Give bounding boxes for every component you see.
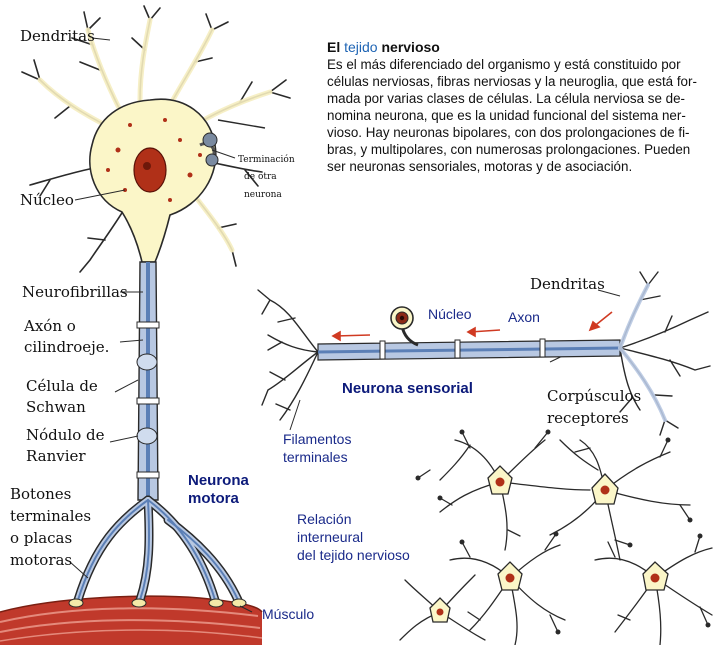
paragraph-line: células nerviosas, fibras nerviosas y la… xyxy=(327,73,709,90)
paragraph-line: nomina neurona, que es la unidad funcion… xyxy=(327,107,709,124)
label-dendritas-right: Dendritas xyxy=(530,274,605,295)
label-terminacion-2: de otra xyxy=(244,172,277,182)
label-filamentos-2: terminales xyxy=(283,448,348,466)
label-musculo: Músculo xyxy=(262,605,314,623)
motor-axon xyxy=(137,262,159,500)
label-botones-4: motoras xyxy=(10,550,72,571)
label-corpusculos-1: Corpúsculos xyxy=(547,386,641,407)
label-neurona-motora-1: Neurona xyxy=(188,472,249,490)
label-celula-2: Schwan xyxy=(26,397,86,418)
paragraph-line: vioso. Hay neuronas bipolares, con dos p… xyxy=(327,124,709,141)
label-botones-1: Botones xyxy=(10,484,71,505)
label-dendritas-left: Dendritas xyxy=(20,26,95,47)
label-terminacion-1: Terminación xyxy=(238,155,295,165)
paragraph-line: Es el más diferenciado del organismo y e… xyxy=(327,56,709,73)
paragraph-line: ser neuronas sensoriales, motoras y de a… xyxy=(327,158,709,175)
label-relacion-1: Relación xyxy=(297,510,351,528)
label-nucleo-left: Núcleo xyxy=(20,190,74,211)
label-botones-3: o placas xyxy=(10,528,72,549)
paragraph-line: bras, y multipolares, con numerosas prol… xyxy=(327,141,709,158)
label-relacion-3: del tejido nervioso xyxy=(297,546,410,564)
label-nodulo-2: Ranvier xyxy=(26,446,86,467)
description-title: El tejido nervioso xyxy=(327,38,709,56)
interneural-network xyxy=(400,430,712,645)
paragraph-line: mada por varias clases de células. La cé… xyxy=(327,90,709,107)
sensory-neuron xyxy=(258,272,710,435)
label-axon-right: Axon xyxy=(508,308,540,326)
motor-neuron-soma xyxy=(90,99,216,262)
title-tejido: tejido xyxy=(344,39,377,55)
label-relacion-2: interneural xyxy=(297,528,363,546)
title-nervioso: nervioso xyxy=(381,39,439,55)
description-text-block: El tejido nervioso Es el más diferenciad… xyxy=(327,38,709,175)
label-corpusculos-2: receptores xyxy=(547,408,629,429)
label-terminacion-3: neurona xyxy=(244,190,282,198)
title-el: El xyxy=(327,39,340,55)
label-neurofibrillas: Neurofibrillas xyxy=(22,282,128,303)
label-celula-1: Célula de xyxy=(26,376,98,397)
label-botones-2: terminales xyxy=(10,506,91,527)
label-filamentos-1: Filamentos xyxy=(283,430,351,448)
label-axon-2: cilindroeje. xyxy=(24,337,109,358)
motor-terminal-branches xyxy=(78,500,238,600)
label-nucleo-right: Núcleo xyxy=(428,305,472,323)
label-axon-1: Axón o xyxy=(24,316,76,337)
label-neurona-sensorial: Neurona sensorial xyxy=(342,380,473,398)
nucleus-left xyxy=(134,148,166,192)
label-neurona-motora-2: motora xyxy=(188,490,239,508)
label-nodulo-1: Nódulo de xyxy=(26,425,105,446)
